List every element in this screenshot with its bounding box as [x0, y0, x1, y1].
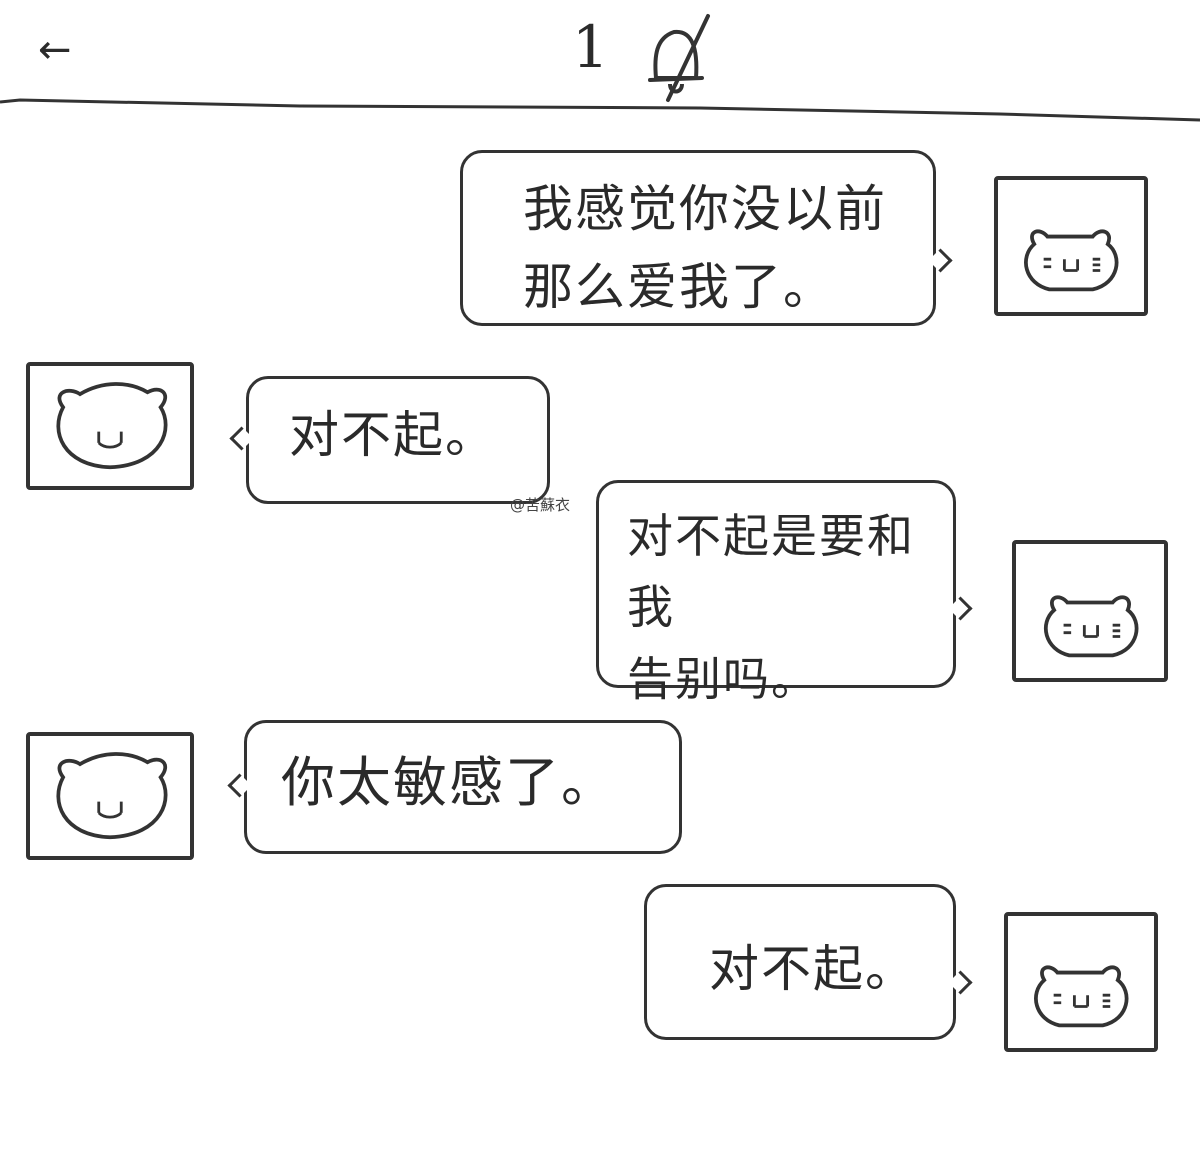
bear-face-icon[interactable]: [1012, 540, 1168, 682]
bell-muted-icon[interactable]: [640, 12, 712, 104]
message-bubble[interactable]: 你太敏感了。: [244, 720, 682, 854]
dog-face-icon[interactable]: [26, 732, 194, 860]
bear-face-icon[interactable]: [994, 176, 1148, 316]
message-bubble[interactable]: 我感觉你没以前 那么爱我了。: [460, 150, 936, 326]
message-row: 我感觉你没以前 那么爱我了。: [0, 150, 1200, 340]
message-row: 对不起。: [0, 880, 1200, 1060]
dog-face-icon[interactable]: [26, 362, 194, 490]
message-bubble[interactable]: 对不起。: [246, 376, 550, 504]
message-row: 你太敏感了。: [0, 720, 1200, 860]
unread-count: 1: [572, 13, 609, 81]
message-bubble[interactable]: 对不起是要和我 告别吗。: [596, 480, 956, 706]
chat-header: ← 1: [0, 0, 1200, 122]
message-bubble[interactable]: 对不起。: [644, 884, 956, 1040]
back-button[interactable]: ←: [38, 27, 72, 73]
message-row: 对不起是要和我 告别吗。: [0, 480, 1200, 706]
bear-face-icon[interactable]: [1004, 912, 1158, 1052]
header-divider: [0, 98, 1200, 122]
author-watermark: @苦蘇衣: [510, 496, 571, 514]
message-row: 对不起。: [0, 360, 1200, 510]
